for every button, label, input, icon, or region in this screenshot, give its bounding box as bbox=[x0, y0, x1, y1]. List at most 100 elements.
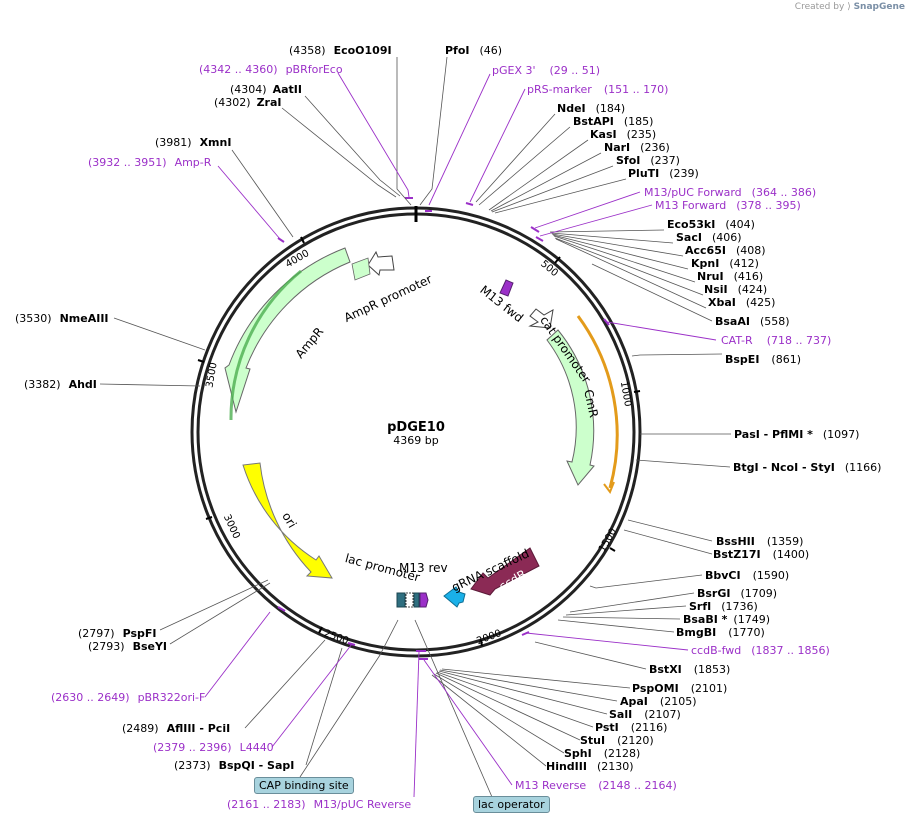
site-acc65i[interactable]: Acc65I(408) bbox=[685, 244, 766, 257]
site-sfoi-name: SfoI bbox=[616, 154, 640, 167]
site-bstxi[interactable]: BstXI(1853) bbox=[649, 663, 730, 676]
site-bspei[interactable]: BspEI(861) bbox=[725, 353, 801, 366]
lac-promoter-block[interactable] bbox=[405, 592, 414, 608]
site-xmni-pos: (3981) bbox=[155, 136, 192, 149]
site-bmgbi[interactable]: BmgBI(1770) bbox=[676, 626, 765, 639]
site-bsabi[interactable]: BsaBI *(1749) bbox=[683, 613, 770, 626]
tick-label-1500: 1500 bbox=[597, 527, 619, 555]
site-stui-name: StuI bbox=[580, 734, 605, 747]
ampr-promoter-arrow[interactable] bbox=[367, 250, 395, 276]
site-ndei[interactable]: NdeI(184) bbox=[557, 102, 625, 115]
primer-m13puc-fwd-range: (364 .. 386) bbox=[752, 186, 817, 199]
leader-btgi bbox=[635, 459, 731, 468]
primer-prs[interactable]: pRS-marker(151 .. 170) bbox=[527, 83, 668, 96]
site-eco53ki-pos: (404) bbox=[725, 218, 755, 231]
site-zrai-pos: (4302) bbox=[214, 96, 251, 109]
site-pspomi[interactable]: PspOMI(2101) bbox=[632, 682, 727, 695]
primer-m13puc-rev[interactable]: (2161 .. 2183)M13/pUC Reverse bbox=[227, 798, 411, 811]
site-eco53ki[interactable]: Eco53kI(404) bbox=[667, 218, 755, 231]
lac-operator-label[interactable]: lac operator bbox=[473, 796, 550, 813]
site-srfi[interactable]: SrfI(1736) bbox=[689, 600, 758, 613]
ori-arrow[interactable] bbox=[242, 462, 333, 579]
primer-pbrforeco[interactable]: (4342 .. 4360)pBRforEco bbox=[199, 63, 343, 76]
site-pasi[interactable]: PasI - PflMI *(1097) bbox=[734, 428, 859, 441]
primer-pgex[interactable]: pGEX 3'(29 .. 51) bbox=[492, 64, 600, 77]
primer-marks bbox=[277, 197, 610, 660]
site-apai[interactable]: ApaI(2105) bbox=[620, 695, 696, 708]
ampr-promoter-segment bbox=[351, 257, 371, 281]
primer-pbr322ori[interactable]: (2630 .. 2649)pBR322ori-F bbox=[51, 691, 205, 704]
leader-m13puc-rev bbox=[413, 651, 420, 798]
site-bsaai[interactable]: BsaAI(558) bbox=[715, 315, 790, 328]
grna-scaffold-arrow[interactable] bbox=[443, 586, 466, 608]
site-bsaai-name: BsaAI bbox=[715, 315, 750, 328]
site-stui[interactable]: StuI(2120) bbox=[580, 734, 654, 747]
site-btgi[interactable]: BtgI - NcoI - StyI(1166) bbox=[733, 461, 881, 474]
site-zrai-name: ZraI bbox=[257, 96, 282, 109]
primer-ccdb-fwd[interactable]: ccdB-fwd(1837 .. 1856) bbox=[691, 644, 830, 657]
site-bsshii[interactable]: BssHII(1359) bbox=[716, 535, 803, 548]
site-kasi[interactable]: KasI(235) bbox=[590, 128, 656, 141]
site-nmeaiii[interactable]: (3530)NmeAIII bbox=[15, 312, 109, 325]
site-pfoi[interactable]: PfoI(46) bbox=[445, 44, 502, 57]
site-bsrgi-pos: (1709) bbox=[740, 587, 777, 600]
site-pspfi-name: PspFI bbox=[123, 627, 157, 640]
cat-orf-arrowhead bbox=[603, 481, 615, 495]
site-pspfi[interactable]: (2797)PspFI bbox=[78, 627, 156, 640]
site-aatii[interactable]: (4304)AatII bbox=[230, 83, 302, 96]
site-bspqi[interactable]: (2373)BspQI - SapI bbox=[174, 759, 294, 772]
site-bbvci[interactable]: BbvCI(1590) bbox=[705, 569, 789, 582]
cat-promoter-arrow[interactable] bbox=[528, 308, 554, 329]
site-saci[interactable]: SacI(406) bbox=[676, 231, 742, 244]
ampr-arrow[interactable] bbox=[224, 247, 351, 414]
m13-rev-arrow[interactable] bbox=[419, 592, 429, 608]
site-ahdi[interactable]: (3382)AhdI bbox=[24, 378, 97, 391]
cap-binding-site-label[interactable]: CAP binding site bbox=[254, 777, 354, 794]
site-nari[interactable]: NarI(236) bbox=[604, 141, 670, 154]
primer-l4440[interactable]: (2379 .. 2396)L4440 bbox=[153, 741, 274, 754]
primer-cat-r[interactable]: CAT-R(718 .. 737) bbox=[721, 334, 831, 347]
site-xbai[interactable]: XbaI(425) bbox=[708, 296, 775, 309]
leader-bmgbi bbox=[557, 619, 675, 633]
primer-m13-fwd[interactable]: M13 Forward(378 .. 395) bbox=[655, 199, 801, 212]
site-bstapi[interactable]: BstAPI(185) bbox=[573, 115, 653, 128]
leader-sali bbox=[438, 670, 608, 715]
site-sfoi[interactable]: SfoI(237) bbox=[616, 154, 680, 167]
leader-nmeaiii bbox=[113, 317, 206, 351]
site-afliii-name: AflIII - PciI bbox=[167, 722, 231, 735]
site-xmni[interactable]: (3981)XmnI bbox=[155, 136, 231, 149]
site-nsii[interactable]: NsiI(424) bbox=[704, 283, 767, 296]
site-psti[interactable]: PstI(2116) bbox=[595, 721, 667, 734]
leader-bstxi bbox=[534, 641, 647, 670]
site-bseyi[interactable]: (2793)BseYI bbox=[88, 640, 167, 653]
cap-binding-site-block[interactable] bbox=[396, 592, 406, 608]
site-pluti[interactable]: PluTI(239) bbox=[628, 167, 699, 180]
site-ecoo109i[interactable]: (4358) EcoO109I bbox=[289, 44, 392, 57]
ccdb-arrow[interactable] bbox=[470, 547, 540, 596]
site-sphi[interactable]: SphI(2128) bbox=[564, 747, 640, 760]
primer-pgex-range: (29 .. 51) bbox=[550, 64, 601, 77]
site-nrui[interactable]: NruI(416) bbox=[697, 270, 763, 283]
leader-afliii bbox=[244, 639, 326, 729]
site-afliii[interactable]: (2489)AflIII - PciI bbox=[122, 722, 230, 735]
site-bsrgi[interactable]: BsrGI(1709) bbox=[697, 587, 777, 600]
site-bstz17i[interactable]: BstZ17I(1400) bbox=[713, 548, 809, 561]
cmr-arrow[interactable] bbox=[546, 329, 595, 486]
site-ecoo109i-pos: (4358) bbox=[289, 44, 326, 57]
site-hindiii[interactable]: HindIII(2130) bbox=[546, 760, 634, 773]
primer-m13-fwd-range: (378 .. 395) bbox=[736, 199, 801, 212]
plasmid-size: 4369 bp bbox=[393, 434, 438, 447]
primer-cat-r-name: CAT-R bbox=[721, 334, 753, 347]
site-zrai[interactable]: (4302) ZraI bbox=[214, 96, 282, 109]
leader-bseyi bbox=[169, 582, 271, 645]
site-acc65i-pos: (408) bbox=[736, 244, 766, 257]
site-ecoo109i-name: EcoO109I bbox=[334, 44, 392, 57]
site-kpni[interactable]: KpnI(412) bbox=[691, 257, 759, 270]
m13-fwd-arrow[interactable] bbox=[499, 279, 514, 297]
primer-m13-rev[interactable]: M13 Reverse(2148 .. 2164) bbox=[515, 779, 677, 792]
primer-amp-r[interactable]: (3932 .. 3951)Amp-R bbox=[88, 156, 212, 169]
leader-bspqi bbox=[305, 647, 343, 766]
primer-m13puc-fwd[interactable]: M13/pUC Forward(364 .. 386) bbox=[644, 186, 816, 199]
site-sali[interactable]: SalI(2107) bbox=[609, 708, 681, 721]
lac-operator-block[interactable] bbox=[413, 592, 420, 608]
